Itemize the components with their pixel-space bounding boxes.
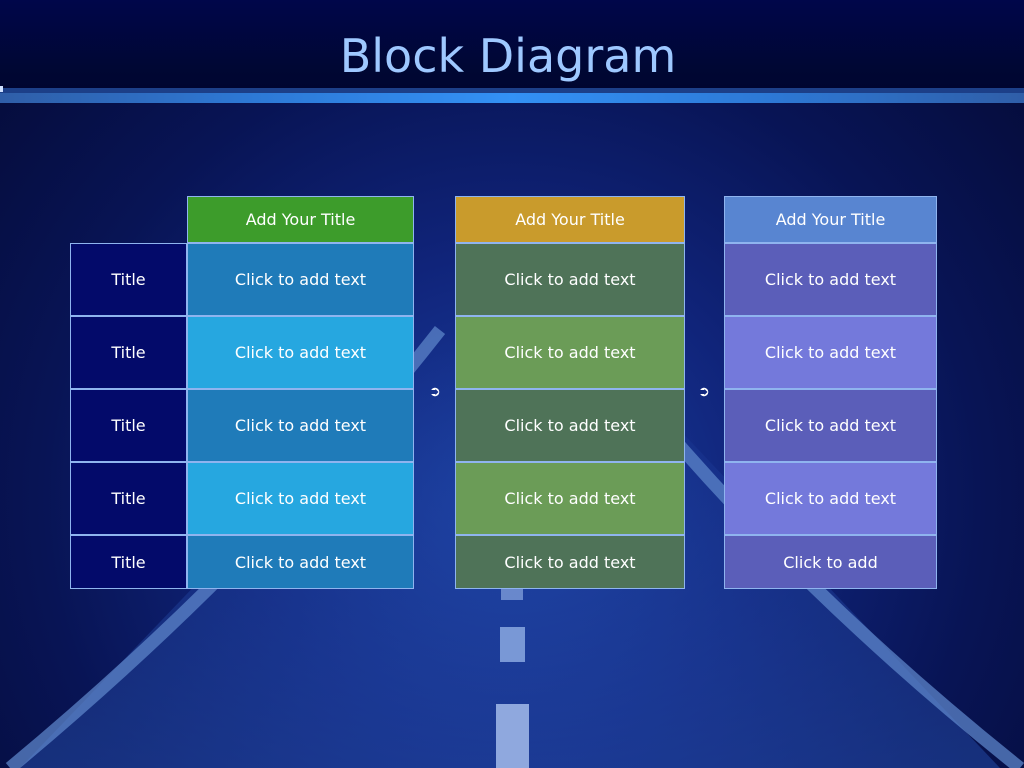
header-divider-bar [0,88,1024,103]
text-cell[interactable]: Click to add text [455,462,685,535]
column-header[interactable]: Add Your Title [724,196,937,243]
header-notch [0,86,3,92]
text-cell[interactable]: Click to add text [455,535,685,589]
text-cell[interactable]: Click to add text [187,462,414,535]
column-header[interactable]: Add Your Title [187,196,414,243]
row-label[interactable]: Title [70,243,187,316]
header: Block Diagram [0,0,1024,88]
arrow-right-icon: ➲ [698,384,710,400]
text-cell[interactable]: Click to add [724,535,937,589]
text-cell[interactable]: Click to add text [187,535,414,589]
row-label[interactable]: Title [70,535,187,589]
text-cell[interactable]: Click to add text [187,243,414,316]
text-cell[interactable]: Click to add text [724,243,937,316]
row-label[interactable]: Title [70,389,187,462]
text-cell[interactable]: Click to add text [724,462,937,535]
text-cell[interactable]: Click to add text [724,389,937,462]
column-header[interactable]: Add Your Title [455,196,685,243]
text-cell[interactable]: Click to add text [187,389,414,462]
text-cell[interactable]: Click to add text [455,316,685,389]
arrow-right-icon: ➲ [429,384,441,400]
text-cell[interactable]: Click to add text [455,243,685,316]
text-cell[interactable]: Click to add text [187,316,414,389]
row-label[interactable]: Title [70,462,187,535]
row-label[interactable]: Title [70,316,187,389]
page-title: Block Diagram [339,29,677,83]
text-cell[interactable]: Click to add text [455,389,685,462]
text-cell[interactable]: Click to add text [724,316,937,389]
